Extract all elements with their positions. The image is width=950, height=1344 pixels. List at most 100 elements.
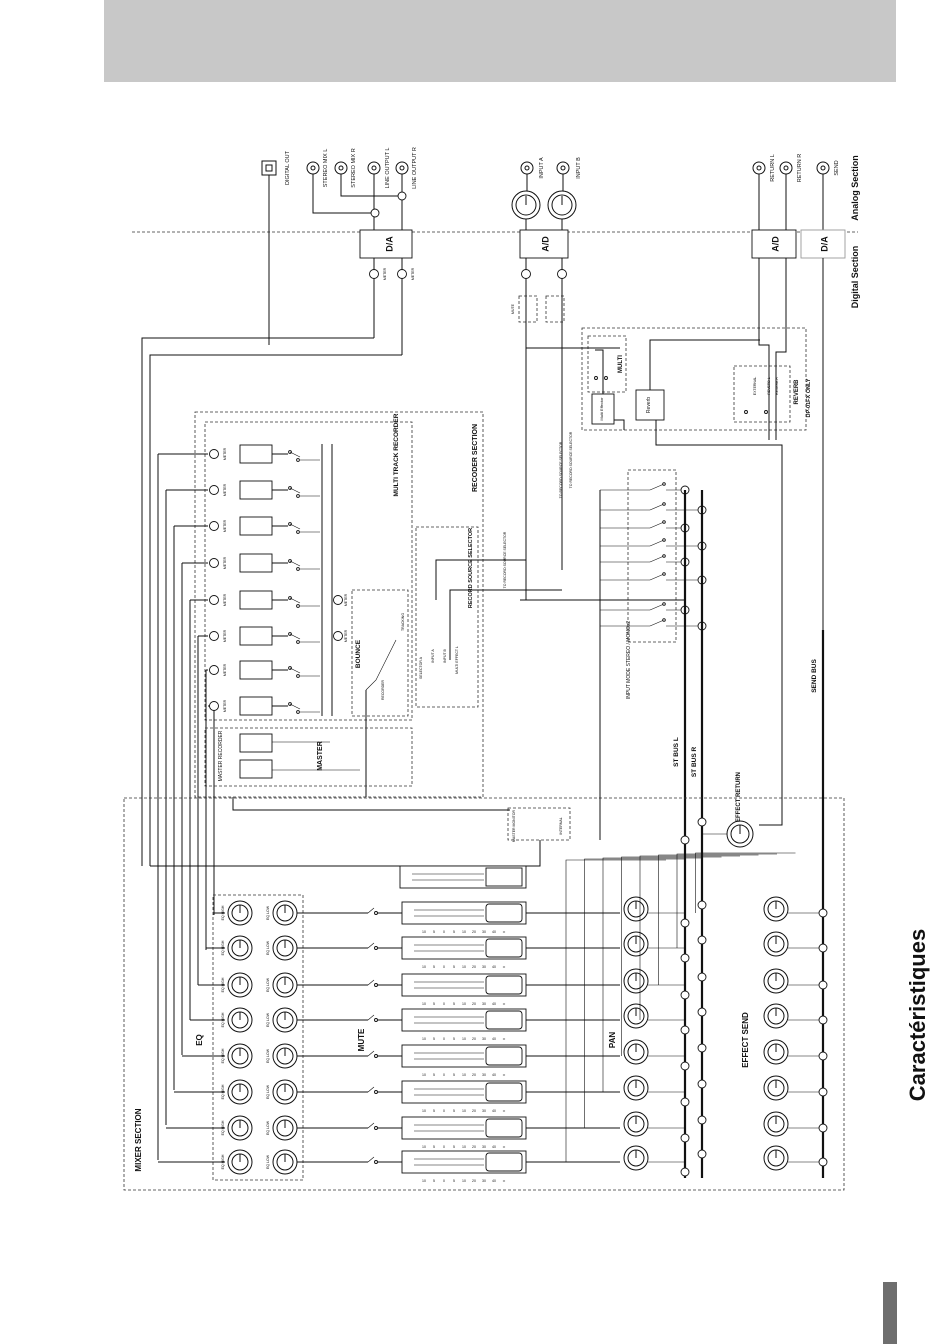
external-sel-label: EXTERNAL: [753, 377, 757, 396]
master-box: [204, 727, 413, 787]
fader-scale-tick: 5: [453, 1037, 455, 1041]
reverb-label: REVERB: [794, 379, 800, 405]
fader-scale-tick: 10: [462, 1002, 466, 1006]
master-monitor-box: [507, 807, 571, 841]
digital-out-label: DIGITAL OUT: [285, 150, 291, 185]
send-tap-wire: [695, 852, 796, 913]
pan-knob: [623, 968, 649, 994]
st-l-summer: [680, 918, 690, 928]
fader-scale-tick: 10: [462, 1109, 466, 1113]
fader-scale-tick: 5: [433, 1002, 435, 1006]
fader-scale-tick: 10: [462, 1037, 466, 1041]
fader-scale-tick: 20: [472, 1073, 476, 1077]
bounce-switch: [365, 639, 397, 691]
master-block-1: [239, 733, 273, 753]
effect-return-knob: [680, 817, 754, 848]
line-output-r-jack: [395, 161, 409, 175]
fader-scale-tick: ∞: [503, 965, 506, 969]
eq-high-knob: [227, 935, 253, 961]
to-rec-source-2: TO RECORD SOURCE SELECTOR: [559, 441, 563, 498]
input-mode-node: [662, 482, 666, 486]
track-block: [239, 660, 273, 680]
input-mute-label: MUTE: [511, 303, 515, 314]
send-jack: [816, 161, 830, 175]
stereo-mix-r-jack: [334, 161, 348, 175]
fader-cap: [485, 1082, 523, 1102]
meter-label-da-l: METER: [383, 267, 387, 280]
track-row: METER: [205, 660, 320, 950]
fader-scale-tick: ∞: [503, 1037, 506, 1041]
st-l-summer: [680, 1097, 690, 1107]
send-tap-wire: [565, 859, 666, 1162]
fader-scale-tick: ∞: [503, 1002, 506, 1006]
input-mode-node: [662, 572, 666, 576]
pan-knob: [623, 1111, 649, 1137]
mute-switch: [367, 942, 375, 949]
st-l-summer: [680, 1061, 690, 1071]
fader-scale-tick: 30: [482, 1073, 486, 1077]
send-summer: [818, 1123, 828, 1133]
rec-source-feed: [449, 589, 562, 660]
fader-scale-tick: 5: [453, 1073, 455, 1077]
input-mode-switch: [649, 483, 665, 491]
fader-scale-tick: 10: [422, 1073, 426, 1077]
reverb-switch-box: [733, 365, 791, 423]
fader-scale-tick: 30: [482, 1179, 486, 1183]
input-mute-a: [518, 295, 538, 323]
eq-box: [212, 894, 304, 1181]
fader-cap: [485, 938, 523, 958]
track-meter-icon: [209, 449, 219, 459]
input-a-jack: [520, 161, 534, 175]
track-meter-icon: [209, 701, 219, 711]
send-summer: [818, 1157, 828, 1167]
fader-scale-tick: 5: [453, 1179, 455, 1183]
fader-scale-tick: 30: [482, 1109, 486, 1113]
multi-label: MULTI: [618, 355, 624, 373]
selector-a-label: SELECTOR A: [419, 656, 423, 679]
send-bus-label: SEND BUS: [811, 659, 818, 693]
return-l-label: RETURN L: [770, 154, 776, 182]
track-row: METER: [165, 480, 320, 1125]
track-switch-node: [296, 640, 300, 644]
fader-cap: [485, 975, 523, 995]
meter-icons-top: [369, 258, 567, 355]
send-tap-wire: [584, 858, 685, 1128]
fader-scale-tick: 5: [433, 1109, 435, 1113]
input-b-label: INPUT B: [576, 157, 582, 179]
fader-scale-tick: 5: [433, 1145, 435, 1149]
multi-effector-label: Multi Effector: [599, 397, 604, 421]
input-mode-label: INPUT MODE STEREO / MONOx2: [626, 621, 632, 699]
send-summer: [818, 1015, 828, 1025]
fader-scale-tick: 40: [492, 1145, 496, 1149]
eq-low-label: EQ LOW: [266, 940, 270, 955]
reverb-block: [635, 389, 665, 421]
send-tap-wire: [676, 853, 777, 948]
track-block: [239, 480, 273, 500]
multitrack-label: MULTI TRACK RECORDER: [393, 413, 400, 496]
ad-return-label: A/D: [770, 236, 780, 252]
fader-scale-tick: 5: [453, 1145, 455, 1149]
track-meter-label: METER: [223, 556, 227, 569]
fader-scale-tick: ∞: [503, 1145, 506, 1149]
st-r-summer: [697, 972, 707, 982]
track-block: [239, 696, 273, 716]
header-band: [104, 0, 896, 82]
eq-high-label: EQ HIGH: [221, 1120, 225, 1135]
mute-label: MUTE: [357, 1028, 366, 1051]
fader-scale-tick: 5: [453, 1109, 455, 1113]
eq-high-knob: [227, 1149, 253, 1175]
effects-dp-box: [581, 327, 807, 431]
digital-out-jack: [261, 160, 277, 176]
fader-scale-tick: 20: [472, 1002, 476, 1006]
fader-scale-tick: 20: [472, 1179, 476, 1183]
send-summer: [818, 908, 828, 918]
track-switch: [289, 667, 301, 674]
input-a-label: INPUT A: [539, 157, 545, 179]
track-switch: [289, 487, 301, 494]
bounce-meter-label: METER: [344, 629, 348, 642]
dp-only-label: DP-01FX ONLY: [806, 378, 812, 417]
eq-high-label: EQ HIGH: [221, 1154, 225, 1169]
